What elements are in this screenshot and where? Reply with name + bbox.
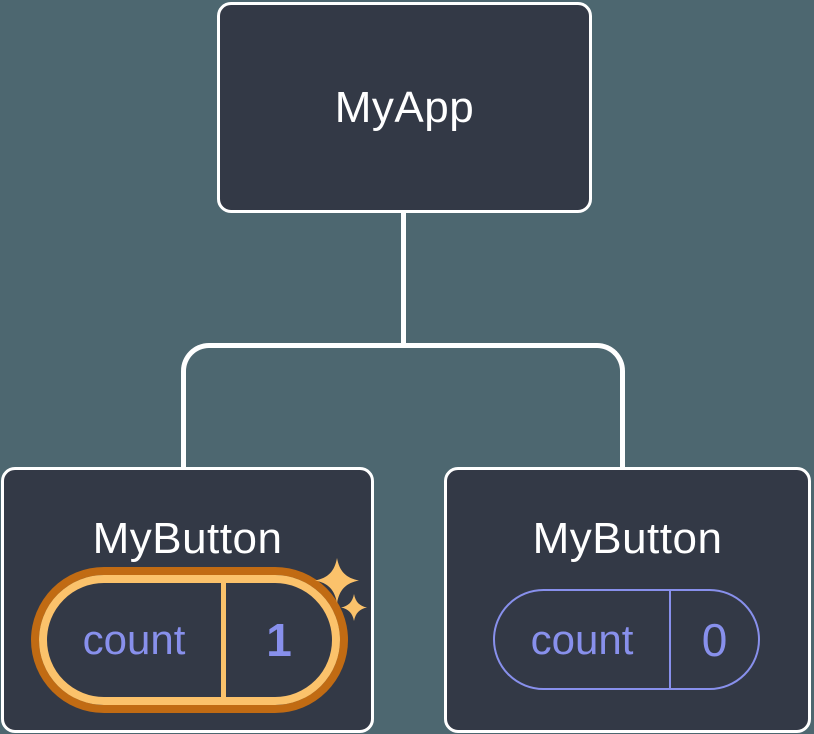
connector-branch	[181, 343, 625, 469]
node-title: MyButton	[532, 514, 723, 563]
state-pill: count 0	[493, 589, 760, 690]
state-pill-label-cell: count	[47, 583, 221, 697]
tree-node-child-1: MyButton count 1	[1, 467, 374, 733]
state-pill-label-cell: count	[495, 591, 669, 688]
state-pill-value-cell: 0	[671, 591, 758, 688]
state-pill-divider	[669, 591, 671, 688]
state-pill-divider	[221, 583, 226, 697]
node-title: MyButton	[92, 514, 283, 563]
tree-node-child-2: MyButton count 0	[444, 467, 811, 733]
sparkles-icon	[315, 558, 367, 621]
connector-stem	[401, 211, 406, 346]
state-pill-value-cell: 1	[226, 583, 332, 697]
state-value: 0	[701, 613, 728, 666]
node-title: MyApp	[334, 82, 475, 132]
state-label: count	[530, 615, 634, 663]
tree-node-root: MyApp	[217, 2, 592, 213]
state-pill-highlighted: count 1	[39, 575, 340, 705]
state-label: count	[82, 616, 186, 663]
state-value: 1	[266, 614, 292, 666]
